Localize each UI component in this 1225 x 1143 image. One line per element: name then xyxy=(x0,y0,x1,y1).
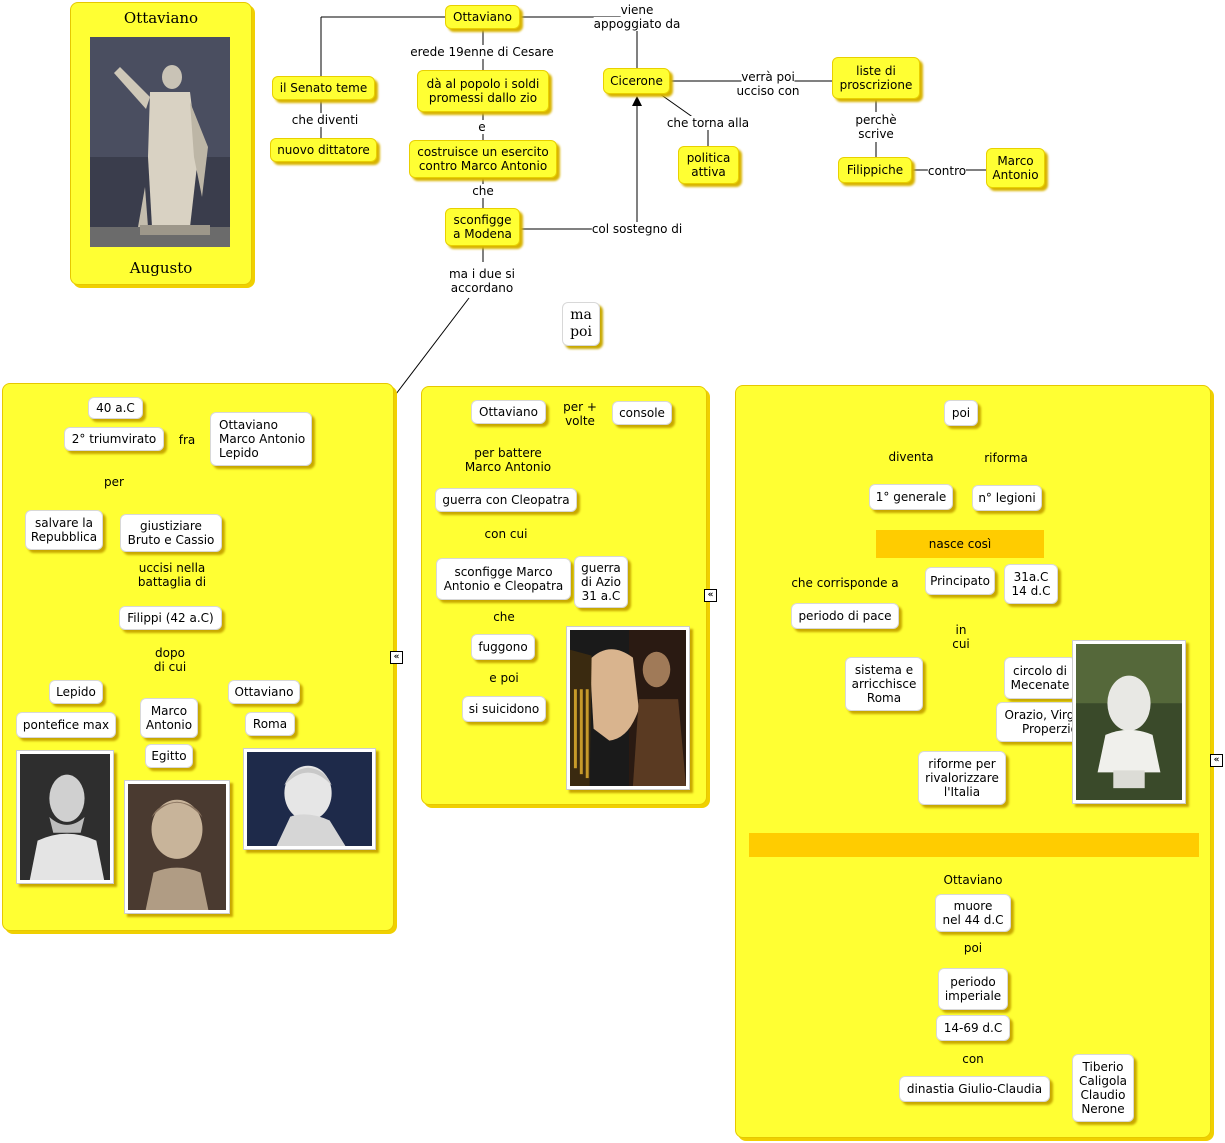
label-fra: fra xyxy=(178,433,196,447)
label-e-poi: e poi xyxy=(489,671,519,685)
node-politica-attiva[interactable]: politica attiva xyxy=(678,146,739,184)
node-console[interactable]: console xyxy=(612,401,672,425)
node-membri[interactable]: Ottaviano Marco Antonio Lepido xyxy=(210,412,312,466)
label-che-mid: che xyxy=(493,610,515,624)
collapse-mid-icon[interactable]: « xyxy=(704,589,717,602)
label-erede: erede 19enne di Cesare xyxy=(410,45,554,59)
node-anni-dinastia[interactable]: 14-69 d.C xyxy=(936,1015,1010,1041)
node-sconfigge-modena[interactable]: sconfigge a Modena xyxy=(445,208,520,246)
label-riforma: riforma xyxy=(984,451,1028,465)
node-filippi[interactable]: Filippi (42 a.C) xyxy=(119,606,222,630)
label-diventa: diventa xyxy=(888,450,934,464)
node-primo-generale[interactable]: 1° generale xyxy=(869,484,953,510)
label-verra-ucciso: verrà poi ucciso con xyxy=(736,70,800,98)
node-muore[interactable]: muore nel 44 d.C xyxy=(935,894,1011,932)
ottaviano-bust-image xyxy=(243,748,376,850)
node-triumvirato[interactable]: 2° triumvirato xyxy=(64,427,164,451)
augustus-statue-image xyxy=(90,37,230,247)
node-fuggono[interactable]: fuggono xyxy=(471,634,535,660)
node-liste-proscrizione[interactable]: liste di proscrizione xyxy=(832,57,920,99)
card-caption: Augusto xyxy=(129,259,193,277)
label-col-sostegno: col sostegno di xyxy=(591,222,683,236)
node-costruisce-esercito[interactable]: costruisce un esercito contro Marco Anto… xyxy=(409,140,557,178)
label-dopo: dopo di cui xyxy=(153,646,187,674)
bar-nasce-cosi: nasce così xyxy=(876,530,1044,558)
label-viene-appoggiato: viene appoggiato da xyxy=(593,3,681,31)
lepido-bust-image xyxy=(16,750,114,884)
node-poi[interactable]: poi xyxy=(944,400,978,426)
node-roma[interactable]: Roma xyxy=(245,712,295,736)
node-ottaviano-left[interactable]: Ottaviano xyxy=(228,680,300,704)
label-perche-scrive: perchè scrive xyxy=(855,113,897,141)
card-title: Ottaviano xyxy=(123,9,199,27)
label-ottaviano-right: Ottaviano xyxy=(943,873,1003,887)
node-lepido[interactable]: Lepido xyxy=(49,680,103,704)
node-marco-antonio-top[interactable]: Marco Antonio xyxy=(986,148,1045,188)
portrait-card: Ottaviano Augusto xyxy=(70,2,252,285)
label-uccisi: uccisi nella battaglia di xyxy=(137,561,207,589)
node-guerra-azio[interactable]: guerra di Azio 31 a.C xyxy=(574,556,628,608)
label-contro: contro xyxy=(927,164,967,178)
label-in-cui: in cui xyxy=(952,623,970,651)
node-dinastia[interactable]: dinastia Giulio-Claudia xyxy=(899,1076,1050,1102)
node-sistema-roma[interactable]: sistema e arricchisce Roma xyxy=(845,657,923,711)
collapse-left-icon[interactable]: « xyxy=(390,651,403,664)
marco-antonio-bust-image xyxy=(124,780,230,914)
node-imperatori[interactable]: Tiberio Caligola Claudio Nerone xyxy=(1072,1054,1134,1122)
node-ma-poi[interactable]: ma poi xyxy=(562,302,600,346)
label-con: con xyxy=(962,1052,984,1066)
node-circolo-mecenate[interactable]: circolo di Mecenate xyxy=(1004,657,1076,699)
node-ottaviano-top[interactable]: Ottaviano xyxy=(445,5,520,29)
cleopatra-image xyxy=(566,626,690,790)
node-sconfigge-antonio-cleopatra[interactable]: sconfigge Marco Antonio e Cleopatra xyxy=(436,558,571,600)
label-che-torna: che torna alla xyxy=(666,116,750,130)
node-periodo-pace[interactable]: periodo di pace xyxy=(791,603,899,629)
label-che-diventi: che diventi xyxy=(291,113,359,127)
node-pontefice[interactable]: pontefice max xyxy=(16,712,116,738)
node-senato-teme[interactable]: il Senato teme xyxy=(272,76,375,100)
node-nuovo-dittatore[interactable]: nuovo dittatore xyxy=(270,138,377,162)
node-cicerone[interactable]: Cicerone xyxy=(603,68,670,94)
node-salvare-repubblica[interactable]: salvare la Repubblica xyxy=(25,510,103,550)
node-principato[interactable]: Principato xyxy=(925,567,995,595)
node-da-al-popolo[interactable]: dà al popolo i soldi promessi dallo zio xyxy=(417,70,549,112)
node-date-principato[interactable]: 31a.C 14 d.C xyxy=(1004,564,1058,604)
label-per-volte: per + volte xyxy=(563,400,597,428)
mecenate-bust-image xyxy=(1072,640,1186,804)
label-per: per xyxy=(104,475,124,489)
node-legioni[interactable]: n° legioni xyxy=(972,485,1042,511)
bar-divider xyxy=(749,833,1199,857)
node-ottaviano-mid[interactable]: Ottaviano xyxy=(471,400,546,424)
node-marco-antonio-left[interactable]: Marco Antonio xyxy=(140,698,198,738)
label-con-cui: con cui xyxy=(484,527,528,541)
node-giustiziare[interactable]: giustiziare Bruto e Cassio xyxy=(120,514,222,552)
node-suicidono[interactable]: si suicidono xyxy=(462,696,546,722)
label-ma-accordano: ma i due si accordano xyxy=(448,267,516,295)
label-e: e xyxy=(478,120,486,134)
node-riforme-italia[interactable]: riforme per rivalorizzare l'Italia xyxy=(918,751,1006,805)
label-che-corrisponde: che corrisponde a xyxy=(791,576,899,590)
node-periodo-imperiale[interactable]: periodo imperiale xyxy=(938,968,1008,1010)
node-40ac[interactable]: 40 a.C xyxy=(88,397,143,419)
node-egitto[interactable]: Egitto xyxy=(145,744,193,768)
collapse-right-icon[interactable]: « xyxy=(1210,754,1223,767)
label-che: che xyxy=(472,184,494,198)
label-poi-right: poi xyxy=(963,941,983,955)
node-guerra-cleopatra[interactable]: guerra con Cleopatra xyxy=(435,488,577,512)
label-per-battere: per battere Marco Antonio xyxy=(464,446,552,474)
node-filippiche[interactable]: Filippiche xyxy=(838,157,912,183)
